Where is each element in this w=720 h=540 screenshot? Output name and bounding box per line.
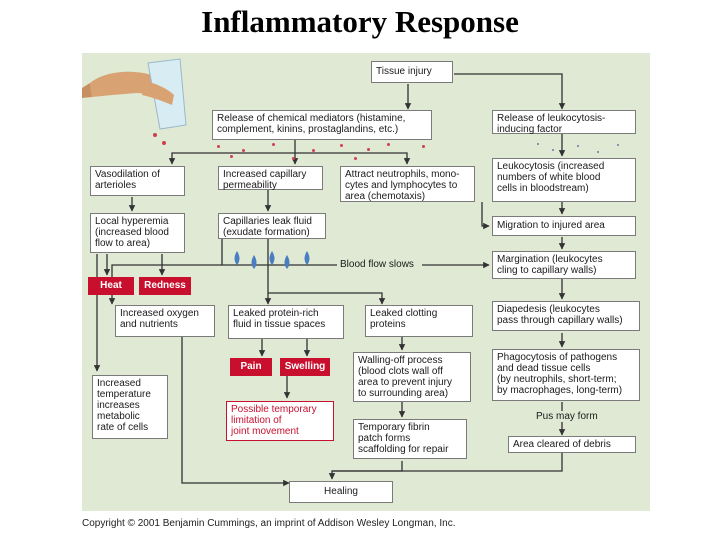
node-chemical-mediators: Release of chemical mediators (histamine… bbox=[212, 110, 432, 140]
node-leukocytosis: Leukocytosis (increased numbers of white… bbox=[492, 158, 636, 202]
factor-dot bbox=[617, 144, 619, 146]
node-possible-limitation: Possible temporary limitation of joint m… bbox=[226, 401, 334, 441]
mediator-dot bbox=[387, 143, 390, 146]
mediator-dot bbox=[272, 143, 275, 146]
node-leaked-protein: Leaked protein-rich fluid in tissue spac… bbox=[228, 305, 344, 339]
sign-swelling: Swelling bbox=[280, 358, 330, 376]
node-capillary-permeability: Increased capillary permeability bbox=[218, 166, 323, 191]
node-healing: Healing bbox=[289, 481, 393, 503]
node-area-cleared: Area cleared of debris bbox=[508, 436, 636, 453]
mediator-dot bbox=[217, 145, 220, 148]
flow-connectors bbox=[82, 58, 566, 487]
mediator-dot bbox=[340, 144, 343, 147]
node-walling-off: Walling-off process (blood clots wall of… bbox=[353, 352, 471, 402]
label-pus-may-form: Pus may form bbox=[534, 411, 600, 422]
mediator-dot bbox=[312, 149, 315, 152]
sign-pain: Pain bbox=[230, 358, 272, 376]
mediator-dot bbox=[422, 145, 425, 148]
page-title: Inflammatory Response bbox=[201, 4, 519, 39]
node-attract-neutrophils: Attract neutrophils, mono- cytes and lym… bbox=[340, 166, 475, 202]
copyright-notice: Copyright © 2001 Benjamin Cummings, an i… bbox=[82, 518, 456, 529]
label-blood-flow-slows: Blood flow slows bbox=[338, 259, 416, 270]
fluid-drops bbox=[234, 251, 310, 269]
node-capillaries-leak: Capillaries leak fluid (exudate formatio… bbox=[218, 213, 326, 239]
node-phagocytosis: Phagocytosis of pathogens and dead tissu… bbox=[492, 349, 640, 401]
node-increased-temperature: Increased temperature increases metaboli… bbox=[92, 375, 168, 439]
node-leaked-clotting: Leaked clotting proteins bbox=[365, 305, 473, 337]
mediator-dot bbox=[242, 149, 245, 152]
hand-with-cup-icon bbox=[82, 58, 187, 145]
node-leukocytosis-factor: Release of leukocytosis- inducing factor bbox=[492, 110, 636, 135]
sign-heat: Heat bbox=[88, 277, 134, 295]
factor-dot bbox=[597, 151, 599, 153]
node-local-hyperemia: Local hyperemia (increased blood flow to… bbox=[90, 213, 185, 253]
mediator-dot bbox=[292, 157, 295, 160]
factor-dot bbox=[537, 143, 539, 145]
factor-dot bbox=[552, 149, 554, 151]
node-diapedesis: Diapedesis (leukocytes pass through capi… bbox=[492, 301, 640, 331]
diagram-panel: Tissue injury Release of chemical mediat… bbox=[82, 53, 650, 511]
factor-dot bbox=[577, 145, 579, 147]
node-increased-oxygen: Increased oxygen and nutrients bbox=[115, 305, 215, 337]
mediator-dot bbox=[230, 155, 233, 158]
node-fibrin-patch: Temporary fibrin patch forms scaffolding… bbox=[353, 419, 467, 459]
sign-redness: Redness bbox=[139, 277, 191, 295]
node-tissue-injury: Tissue injury bbox=[371, 61, 453, 83]
node-migration: Migration to injured area bbox=[492, 216, 636, 236]
node-vasodilation: Vasodilation of arterioles bbox=[90, 166, 185, 196]
mediator-dot bbox=[354, 157, 357, 160]
mediator-dot bbox=[367, 148, 370, 151]
node-margination: Margination (leukocytes cling to capilla… bbox=[492, 251, 636, 279]
